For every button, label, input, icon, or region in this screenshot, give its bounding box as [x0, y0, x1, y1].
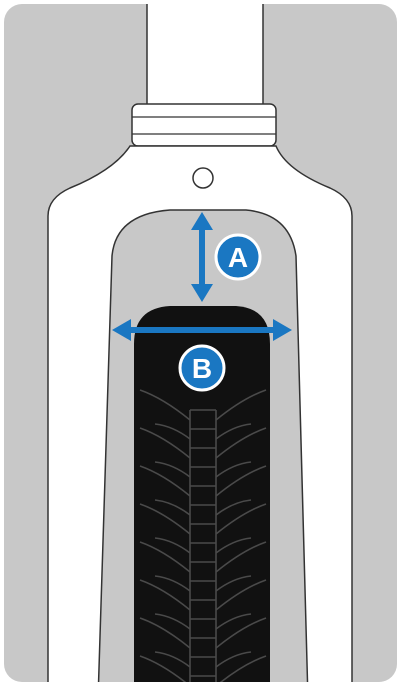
- tread-line: [215, 389, 267, 421]
- tread-line: [215, 613, 252, 630]
- crown-hole: [192, 167, 214, 189]
- tread-line: [215, 461, 252, 478]
- headset-collar: [131, 103, 277, 147]
- tread-line: [215, 427, 267, 459]
- tread-line: [215, 503, 267, 535]
- tread-line: [215, 579, 267, 611]
- tread-line: [215, 541, 267, 573]
- tread-line: [215, 423, 252, 440]
- tread-line: [215, 651, 252, 668]
- tread-line: [215, 537, 252, 554]
- badge-a: A: [214, 233, 262, 281]
- tread-line: [154, 651, 191, 668]
- tread-line: [139, 655, 191, 682]
- tire: [134, 306, 270, 682]
- tread-line: [154, 499, 191, 516]
- tread-line: [154, 537, 191, 554]
- tread-line: [139, 541, 191, 573]
- fork-crown: [47, 145, 353, 682]
- horizontal-double-arrow-icon: [112, 319, 292, 341]
- tire-tread: [139, 389, 267, 682]
- tread-line: [215, 655, 267, 682]
- vertical-double-arrow-icon: [191, 212, 213, 302]
- tread-line: [154, 575, 191, 592]
- tread-line: [215, 465, 267, 497]
- tread-line: [139, 617, 191, 649]
- badge-a-label: A: [228, 242, 248, 273]
- tread-line: [154, 613, 191, 630]
- badge-b-label: B: [192, 353, 212, 384]
- tread-line: [139, 579, 191, 611]
- steerer-tube: [146, 4, 264, 107]
- tread-line: [139, 389, 191, 421]
- tread-line: [215, 617, 267, 649]
- badge-b: B: [178, 344, 226, 392]
- tread-line: [215, 499, 252, 516]
- tread-line: [215, 575, 252, 592]
- tread-line: [139, 427, 191, 459]
- tread-line: [154, 461, 191, 478]
- tread-line: [139, 503, 191, 535]
- tread-line: [139, 465, 191, 497]
- tread-line: [154, 423, 191, 440]
